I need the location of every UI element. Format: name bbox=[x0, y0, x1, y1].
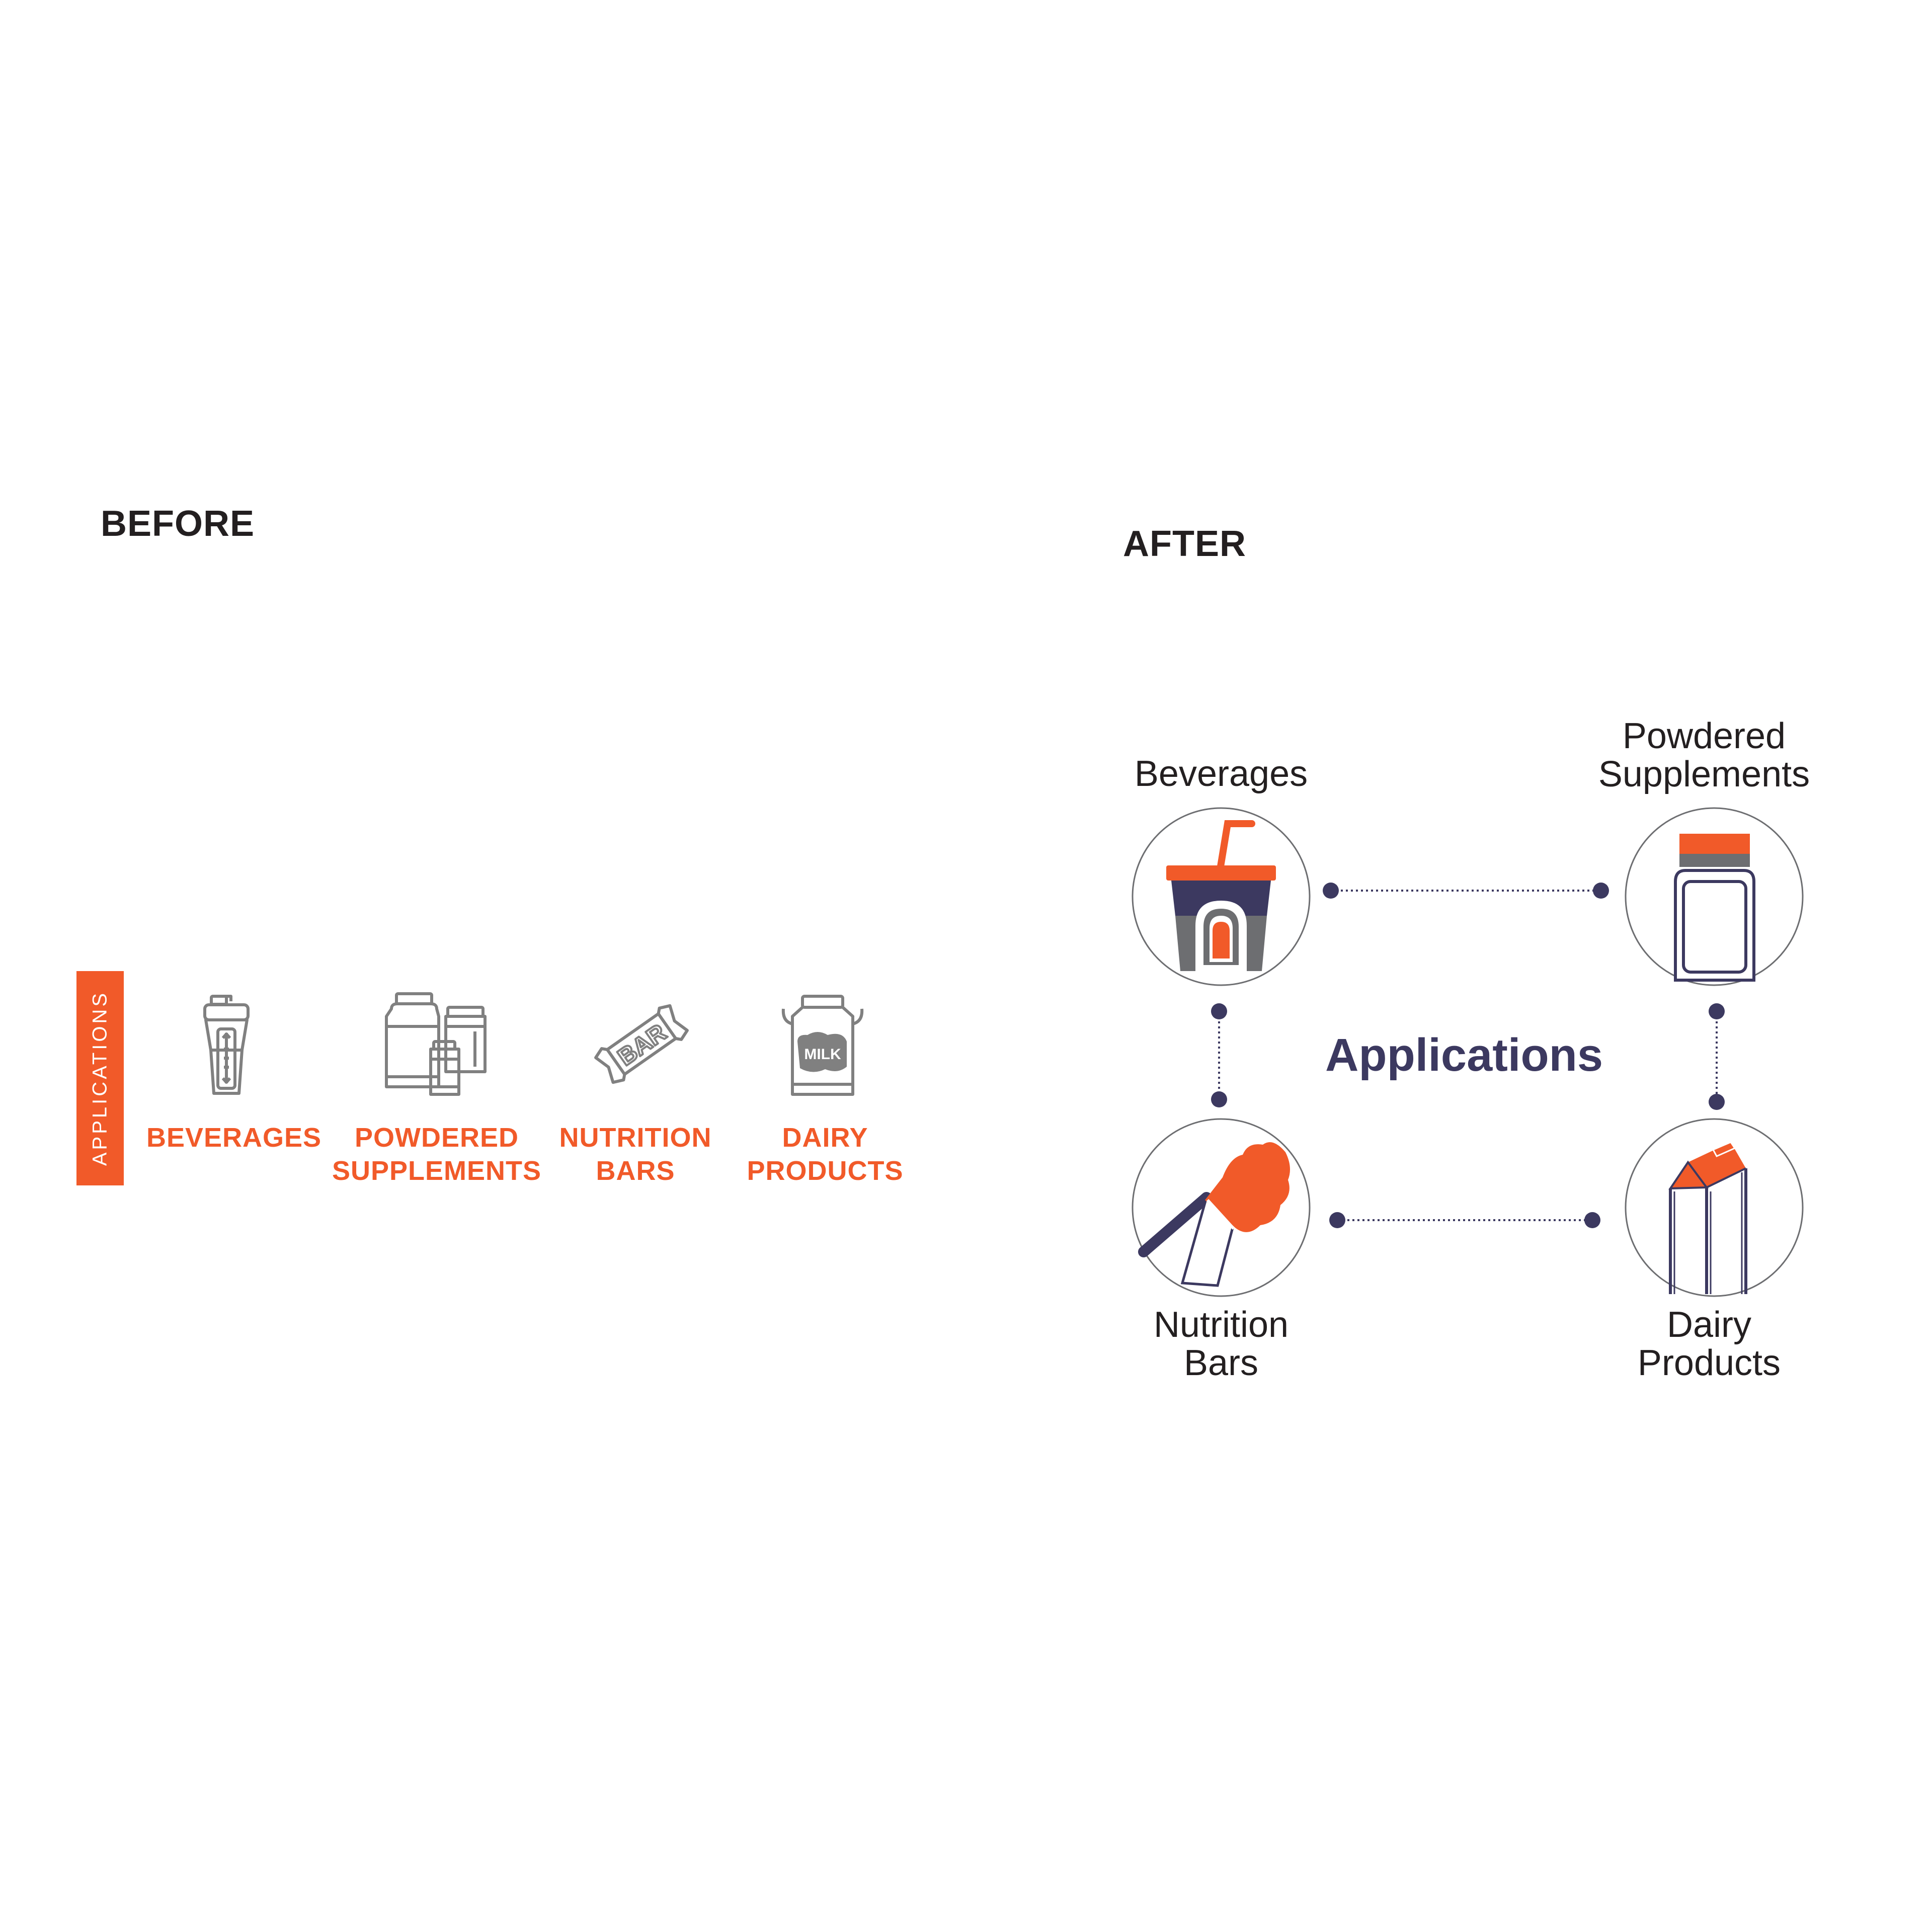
before-label-beverages: BEVERAGES bbox=[146, 1123, 322, 1153]
connector-dot bbox=[1593, 883, 1609, 899]
connector-dot bbox=[1211, 1091, 1227, 1107]
before-label-dairy-products: DAIRY PRODUCTS bbox=[747, 1123, 904, 1186]
before-heading: BEFORE bbox=[101, 504, 255, 544]
connector-dot bbox=[1323, 883, 1339, 899]
before-label-nutrition-bars: NUTRITION BARS bbox=[559, 1123, 712, 1186]
before-label-powdered-supplements: POWDERED SUPPLEMENTS bbox=[332, 1123, 542, 1186]
node-dairy-products bbox=[1625, 1118, 1804, 1297]
supplement-jar-icon bbox=[1674, 834, 1755, 982]
after-label-dairy-products: Dairy Products bbox=[1637, 1305, 1781, 1383]
after-label-nutrition-bars: Nutrition Bars bbox=[1153, 1305, 1289, 1383]
connector-dot bbox=[1584, 1212, 1600, 1228]
applications-tab: APPLICATIONS bbox=[76, 971, 124, 1185]
connector-dot bbox=[1211, 1003, 1227, 1019]
drink-cup-icon bbox=[1166, 820, 1276, 971]
node-nutrition-bars bbox=[1132, 1118, 1311, 1297]
node-beverages bbox=[1132, 807, 1311, 986]
milk-can-icon: MILK bbox=[781, 995, 864, 1096]
center-title: Applications bbox=[1325, 1029, 1603, 1081]
nutrition-bar-icon bbox=[1138, 1142, 1290, 1287]
after-label-powdered-supplements: Powdered Supplements bbox=[1598, 716, 1810, 794]
svg-text:MILK: MILK bbox=[804, 1046, 841, 1063]
connector-dot bbox=[1329, 1212, 1345, 1228]
connector-dot bbox=[1709, 1003, 1725, 1019]
after-label-beverages: Beverages bbox=[1134, 754, 1308, 794]
connector-dot bbox=[1709, 1094, 1725, 1110]
milk-carton-icon bbox=[1668, 1141, 1747, 1294]
node-powdered-supplements bbox=[1625, 807, 1804, 986]
nutrition-bar-icon: BAR bbox=[594, 1004, 689, 1084]
after-heading: AFTER bbox=[1123, 524, 1246, 564]
shaker-bottle-icon bbox=[203, 995, 250, 1095]
supplement-jars-icon bbox=[385, 992, 487, 1096]
